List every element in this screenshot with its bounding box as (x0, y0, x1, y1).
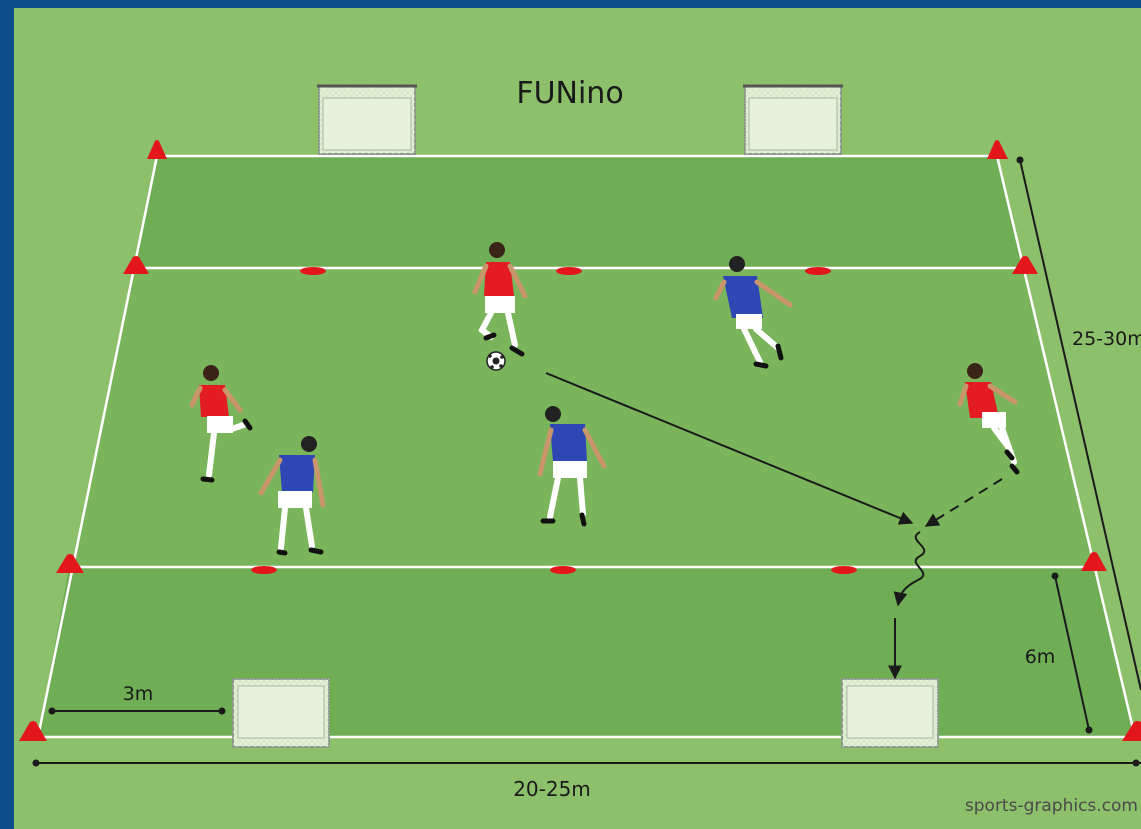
top-end-zone (136, 156, 1022, 268)
goal-bottom-right (841, 678, 939, 748)
disc (550, 566, 576, 574)
dimension-lines (32, 156, 1141, 767)
pass-arrow (545, 372, 914, 525)
pitch-lines (36, 154, 1137, 739)
blue-player-center (537, 406, 607, 527)
goal-offset-label: 3m (123, 683, 154, 705)
run-arrow (924, 478, 1003, 527)
cone (1122, 721, 1141, 741)
blue-player-left (258, 436, 326, 556)
disc (251, 566, 277, 574)
disc (805, 267, 831, 275)
cone (123, 256, 149, 274)
blue-player-top (713, 256, 793, 369)
goal-top-left (317, 84, 417, 155)
disc (556, 267, 582, 275)
cone (987, 140, 1008, 159)
cone (1081, 552, 1107, 571)
disc (300, 267, 326, 275)
credit-label: sports-graphics.com (965, 796, 1138, 816)
cone (1012, 256, 1038, 274)
dribble-arrow (893, 531, 926, 607)
diagram-title: FUNino (516, 76, 623, 111)
width-label: 20-25m (513, 777, 591, 801)
cone (19, 721, 47, 741)
disc-markers (251, 267, 857, 574)
cone (147, 140, 167, 159)
corner-cones (19, 140, 1141, 741)
goal-top-right (743, 84, 843, 155)
cone (56, 554, 84, 573)
goal-bottom-left (232, 678, 330, 748)
disc (831, 566, 857, 574)
red-player-ball (472, 242, 528, 357)
length-label: 25-30m (1072, 328, 1141, 350)
zone-depth-label: 6m (1025, 646, 1056, 668)
red-player-right (957, 363, 1020, 475)
red-player-left (189, 365, 253, 483)
ball-icon (486, 351, 506, 371)
